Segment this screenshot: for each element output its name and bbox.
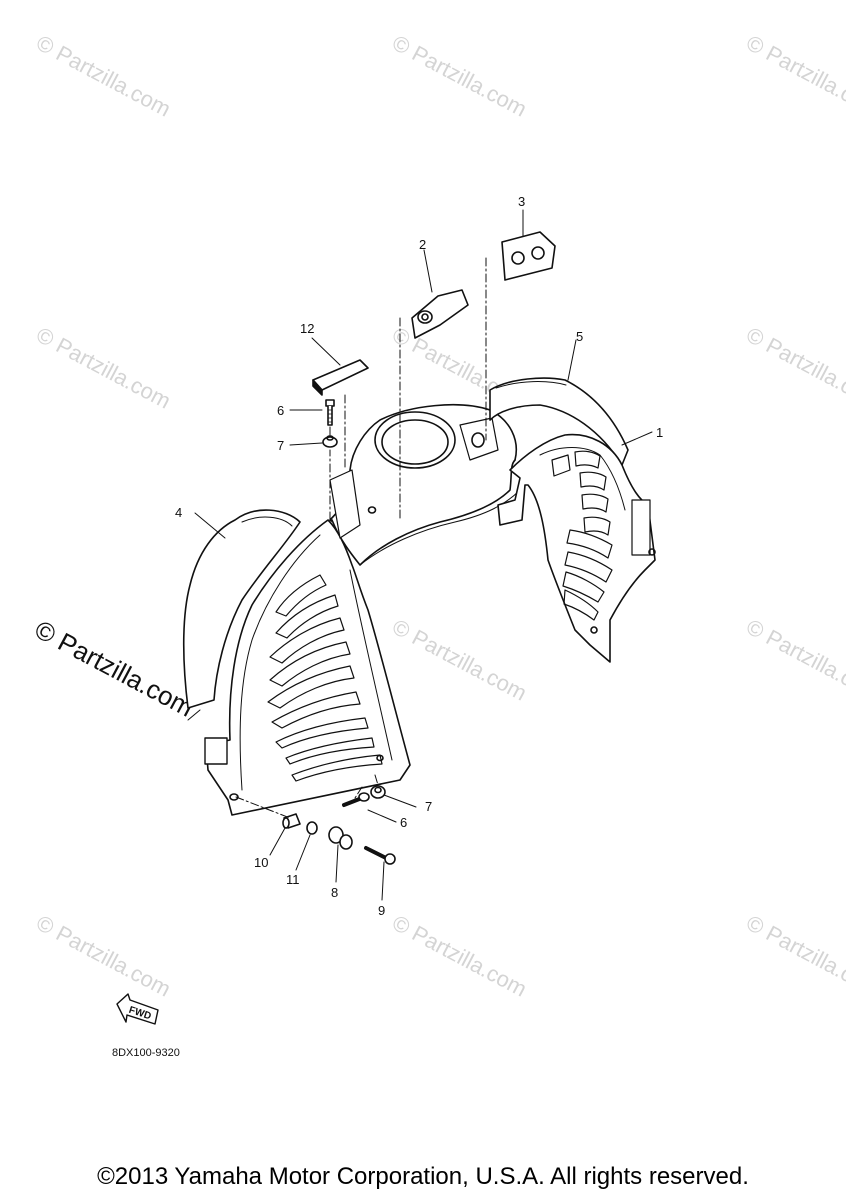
leg-shield-left-panel (182, 509, 301, 709)
callout-4: 4 (175, 505, 183, 520)
callout-8: 8 (331, 885, 339, 900)
screw-lower (342, 792, 370, 807)
inner-cover-center (329, 404, 521, 566)
diagram-code: 8DX100-9320 (112, 1047, 180, 1059)
callout-3: 3 (518, 194, 526, 209)
screw-upper (325, 399, 335, 426)
damper-part-8 (328, 826, 353, 850)
callout-10: 10 (254, 855, 269, 870)
assembly-lines (235, 257, 487, 819)
callout-7-upper: 7 (277, 438, 285, 453)
fwd-arrow-icon: FWD (116, 993, 159, 1025)
inner-cover-left-wing (204, 519, 411, 816)
callout-7-lower: 7 (425, 799, 433, 814)
callout-9: 9 (378, 903, 386, 918)
callout-6-lower: 6 (400, 815, 408, 830)
bolt-part-9 (364, 846, 396, 865)
callout-6-upper: 6 (277, 403, 285, 418)
bracket-part-2 (411, 289, 469, 339)
grommet-lower (370, 785, 386, 799)
callout-11: 11 (286, 872, 300, 887)
inner-cover-right-wing (497, 433, 656, 663)
callout-12: 12 (300, 321, 315, 336)
callout-2: 2 (419, 237, 427, 252)
plate-part-3 (501, 231, 556, 281)
washer-part-11 (306, 821, 318, 835)
copyright-notice: ©2013 Yamaha Motor Corporation, U.S.A. A… (97, 1163, 749, 1190)
callout-5: 5 (576, 329, 584, 344)
grommet-upper (322, 435, 338, 448)
callout-1: 1 (656, 425, 664, 440)
rubber-strip-part-12 (312, 359, 369, 396)
leader-lines (187, 209, 653, 901)
